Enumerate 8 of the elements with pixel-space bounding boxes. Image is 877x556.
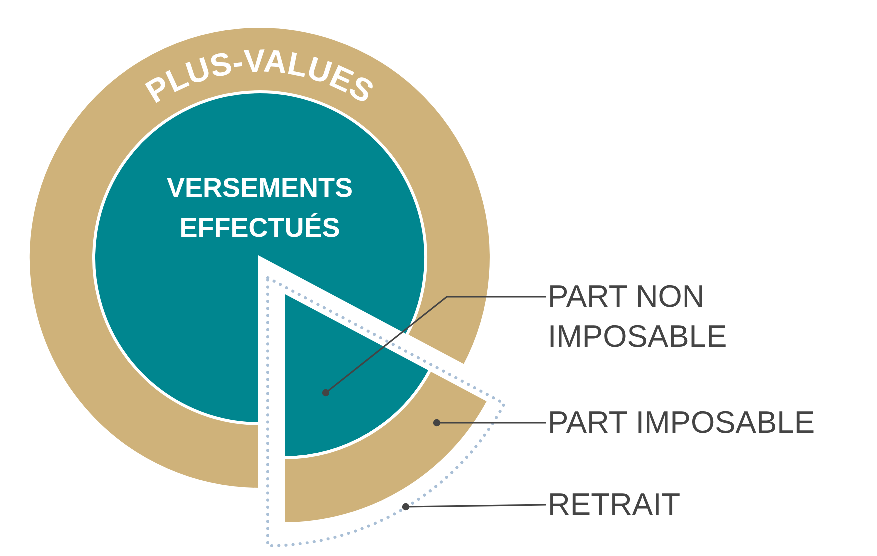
circle-title: VERSEMENTS EFFECTUÉS (166, 172, 354, 245)
callout-label: PART NON IMPOSABLE (548, 277, 868, 357)
leader-line (402, 503, 546, 511)
callout-label: RETRAIT (548, 485, 868, 525)
callout-label: PART IMPOSABLE (548, 403, 868, 443)
leader-line (322, 296, 546, 397)
leader-line (433, 419, 546, 427)
ring-title: PLUS-VALUES (140, 42, 380, 110)
